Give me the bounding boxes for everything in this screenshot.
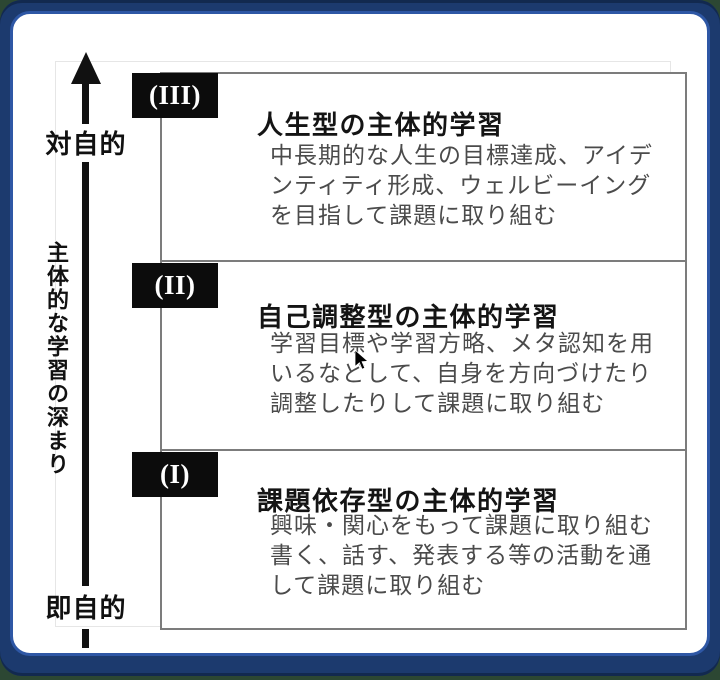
axis-bottom-label: 即自的 — [45, 593, 127, 623]
level-box-1: (I) 課題依存型の主体的学習 興味・関心をもって課題に取り組む 書く、話す、発… — [132, 449, 687, 630]
level-body-3-line-1: 中長期的な人生の目標達成、アイデ — [270, 142, 653, 168]
level-body-2-line-3: 調整したりして課題に取り組む — [270, 390, 606, 416]
mouse-cursor-icon — [354, 349, 369, 370]
axis-line-upper — [82, 82, 89, 124]
axis-line-lower — [82, 629, 89, 648]
level-tag-2: (II) — [132, 263, 218, 308]
level-tag-3: (III) — [132, 73, 218, 118]
level-body-2-line-1: 学習目標や学習方略、メタ認知を用 — [270, 330, 654, 356]
level-body-2: 学習目標や学習方略、メタ認知を用 いるなどして、自身を方向づけたり 調整したりし… — [270, 328, 654, 418]
level-body-1-line-2: 書く、話す、発表する等の活動を通 — [270, 542, 653, 568]
level-body-2-line-2: いるなどして、自身を方向づけたり — [270, 360, 653, 386]
level-body-1-line-3: して課題に取り組む — [270, 572, 486, 598]
level-box-2: (II) 自己調整型の主体的学習 学習目標や学習方略、メタ認知を用 いるなどして… — [132, 260, 687, 451]
axis-arrow-up-icon — [71, 52, 101, 84]
axis-top-label: 対自的 — [45, 129, 127, 159]
level-title-1: 課題依存型の主体的学習 — [257, 486, 560, 516]
level-tag-1: (I) — [132, 452, 218, 497]
level-body-3-line-2: ンティティ形成、ウェルビーイング — [270, 172, 652, 198]
level-body-3: 中長期的な人生の目標達成、アイデ ンティティ形成、ウェルビーイング を目指して課… — [270, 140, 653, 230]
level-body-3-line-3: を目指して課題に取り組む — [270, 202, 558, 228]
level-body-1: 興味・関心をもって課題に取り組む 書く、話す、発表する等の活動を通 して課題に取… — [270, 510, 653, 600]
level-body-1-line-1: 興味・関心をもって課題に取り組む — [270, 512, 653, 538]
level-title-2: 自己調整型の主体的学習 — [257, 302, 560, 332]
level-box-3: (III) 人生型の主体的学習 中長期的な人生の目標達成、アイデ ンティティ形成… — [132, 72, 687, 262]
level-title-3: 人生型の主体的学習 — [257, 110, 505, 140]
axis-line-middle — [82, 162, 89, 586]
axis-side-label: 主体的な学習の深まり — [44, 241, 69, 476]
